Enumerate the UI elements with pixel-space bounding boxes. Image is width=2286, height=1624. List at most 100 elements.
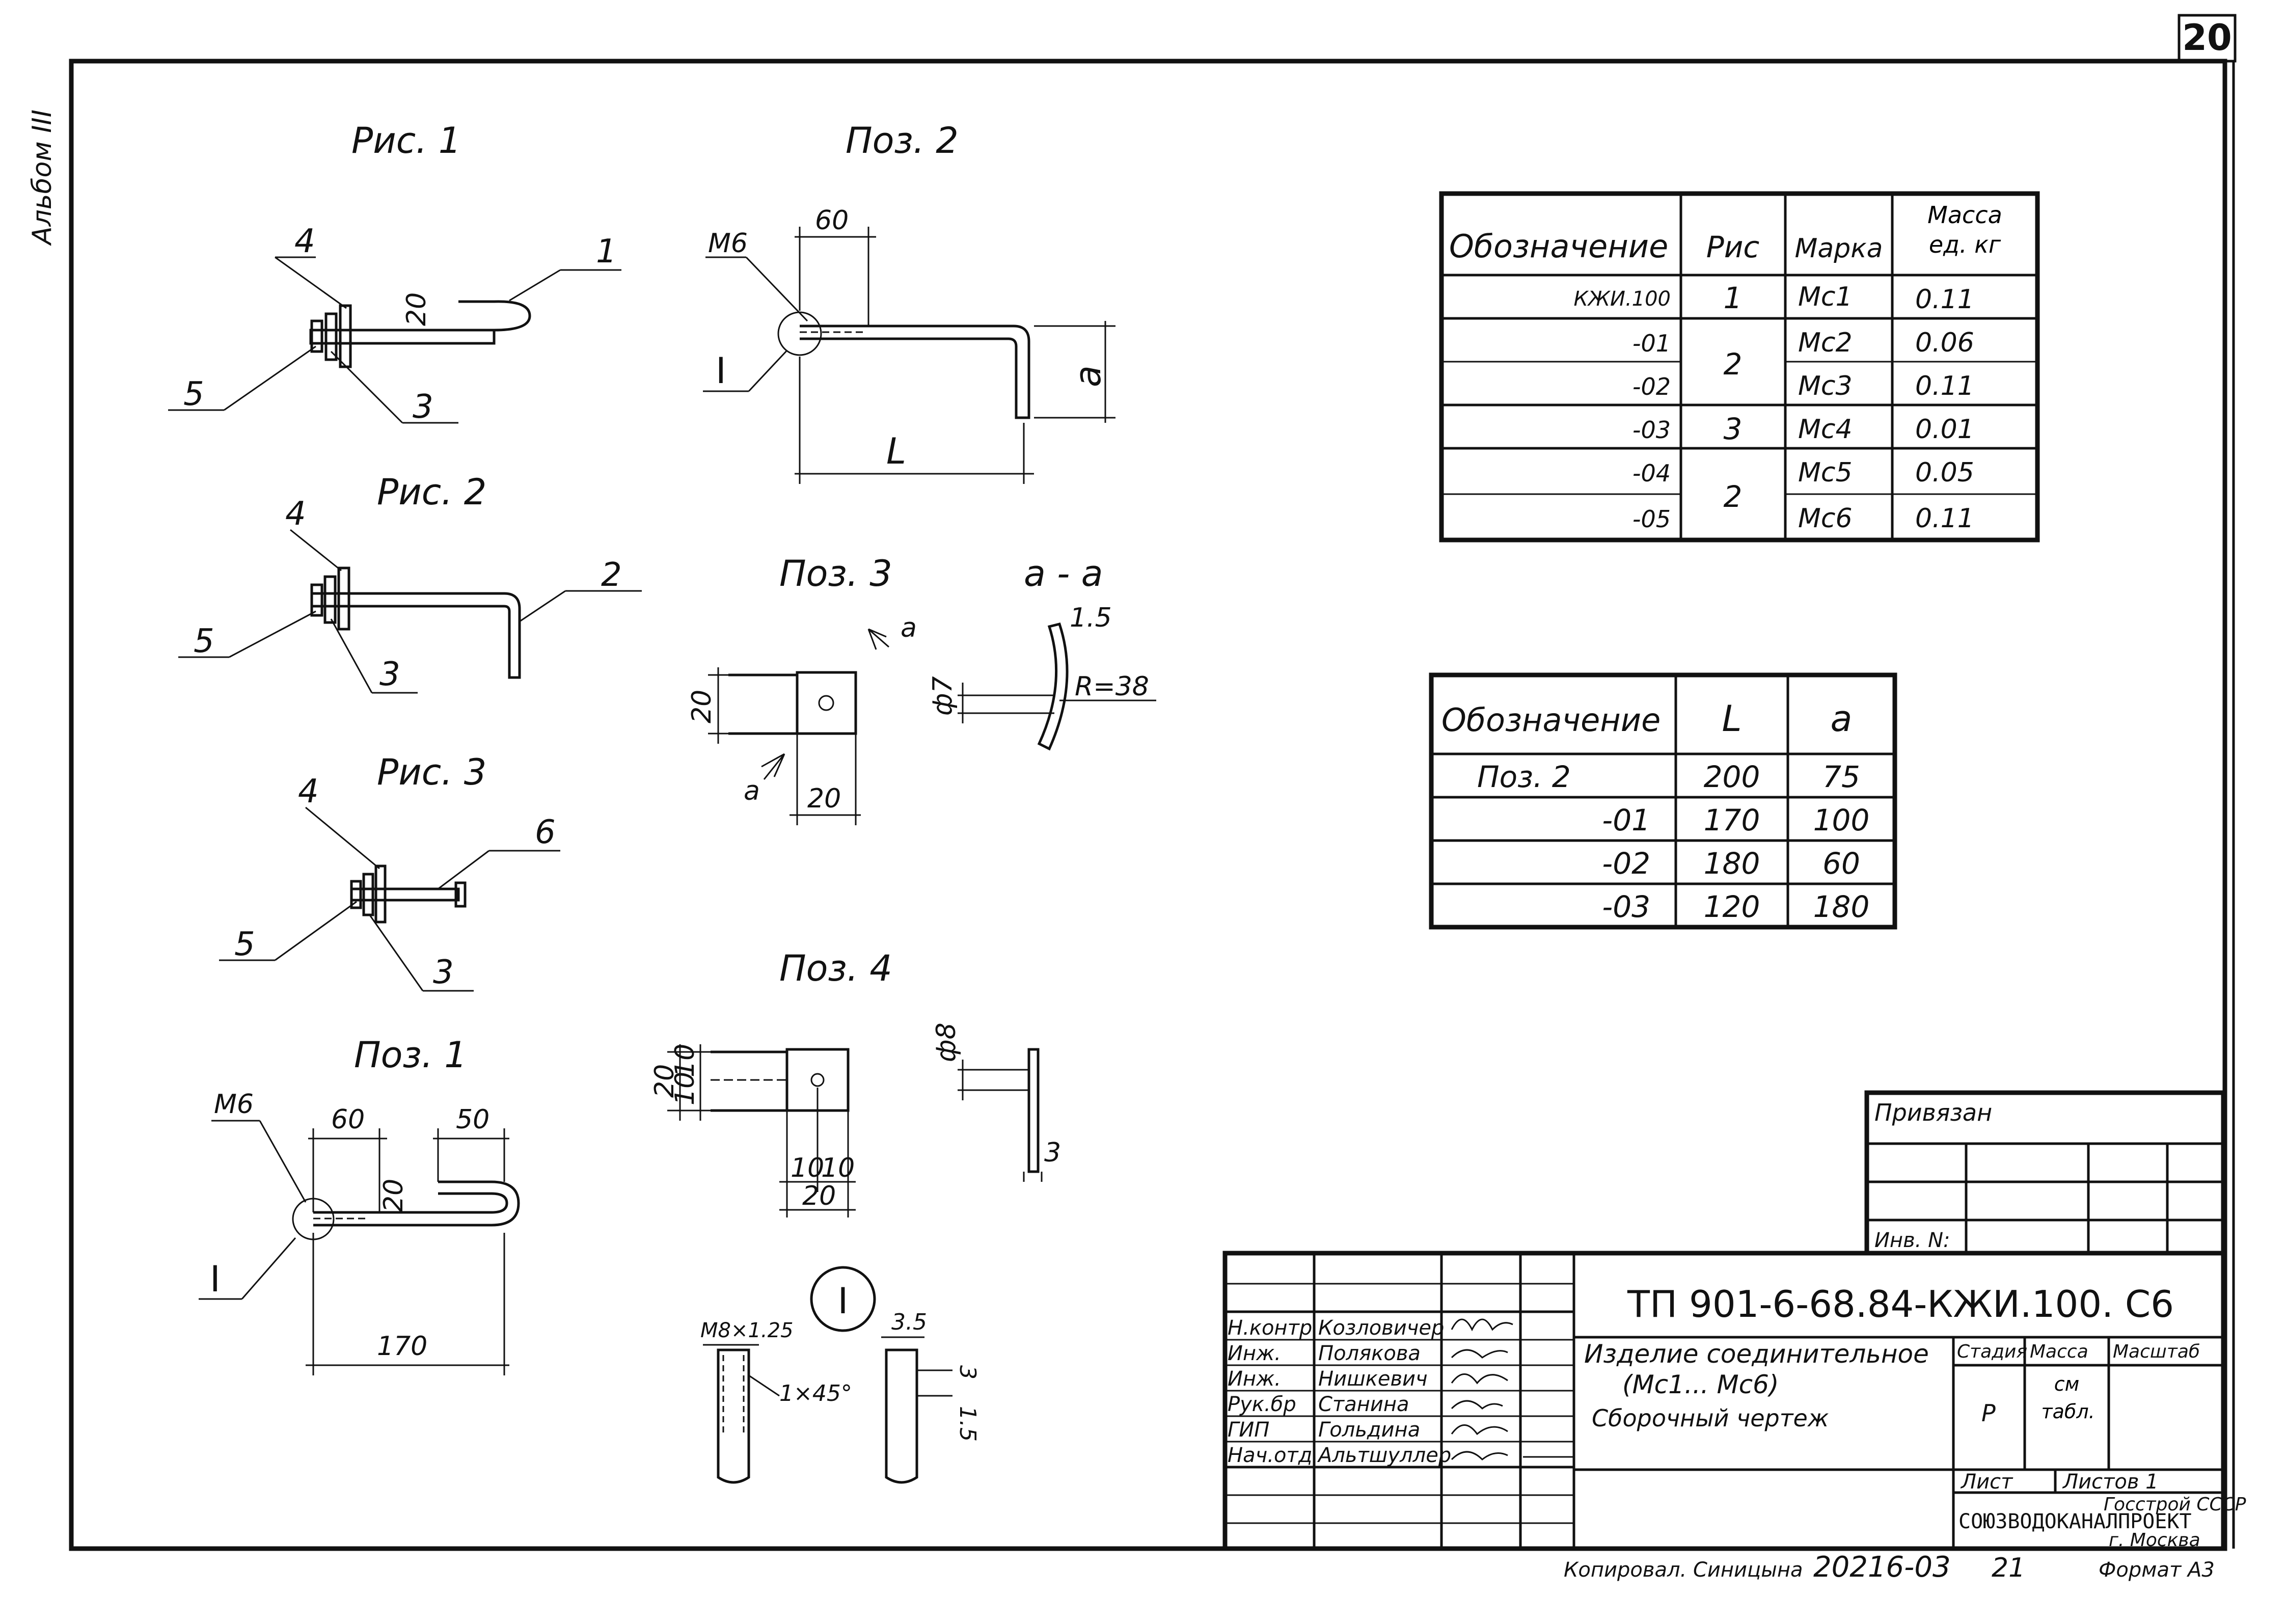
ris3-leader-5: [275, 901, 357, 961]
tb-signer-4-name: Станина: [1318, 1393, 1409, 1416]
section-aa-phi7: ф7: [928, 676, 958, 716]
ris3-callout-5: 5: [234, 926, 255, 963]
tb-org-gosstroy: Госстрой СССР: [2104, 1494, 2246, 1515]
ris3-bolt: [350, 887, 460, 902]
dim-row-2-a: 100: [1813, 803, 1870, 837]
figure-poz3: Поз. 3 20 20 а а а - а ф7 R=38 1.5: [687, 553, 1156, 825]
footer-number: 20216-03: [1813, 1551, 1951, 1584]
mass-table-header-ris: Рис: [1706, 230, 1760, 264]
poz3-section-arrow-top: [867, 628, 889, 650]
poz1-node-label: I: [210, 1258, 221, 1300]
mass-row-1-mass: 0.11: [1915, 284, 1974, 315]
ris1-washer-4: [339, 304, 352, 368]
tb-signer-1-role: Н.контр: [1228, 1316, 1312, 1340]
poz3-title: Поз. 3: [779, 553, 892, 594]
tb-signer-6-name: Альтшуллер: [1317, 1444, 1451, 1467]
node-I-dim-3: 3: [955, 1365, 981, 1379]
ris2-leader-5: [229, 610, 316, 658]
node-I-chamfer: 1×45°: [779, 1381, 852, 1406]
footer-copied: Копировал. Синицына: [1564, 1558, 1803, 1582]
poz2-node-leader: [748, 349, 788, 392]
mass-row-2-ris: 2: [1724, 347, 1743, 382]
tb-org2: СОЮЗВОДОКАНАЛПРОЕКТ: [1958, 1510, 2192, 1533]
drawing-frame: [69, 59, 2227, 1551]
ris2-leader-4: [290, 529, 342, 572]
mass-row-2-mass: 0.06: [1915, 328, 1974, 358]
section-aa-title: а - а: [1024, 553, 1103, 594]
poz1-dim-20: 20: [378, 1179, 409, 1212]
ris2-washer-3: [323, 575, 337, 624]
poz3-dim-20h: 20: [807, 783, 841, 814]
tb-name-line2: (Мс1... Мс6): [1622, 1370, 1779, 1399]
tb-signer-1-name: Козловичер: [1318, 1316, 1444, 1340]
ris1-callout-1: 1: [596, 233, 617, 270]
poz2-node-label: I: [716, 350, 726, 392]
ris3-leader-4: [305, 806, 380, 870]
poz2-dim-a: а: [1067, 365, 1109, 387]
mass-table-header-mass-box: Масса ед. кг: [1927, 201, 2002, 258]
tb-scale-label: Масштаб: [2113, 1341, 2200, 1362]
poz3-dim-20v: 20: [687, 690, 717, 723]
ris2-callout-2: 2: [601, 556, 622, 594]
mass-row-4-mass: 0.01: [1915, 414, 1974, 445]
ris3-washer-3: [362, 873, 374, 916]
ris3-callout-3: 3: [433, 954, 454, 991]
poz1-rod: [313, 1180, 520, 1227]
tb-mass-value: см табл.: [2041, 1373, 2095, 1423]
footer-format: Формат А3: [2099, 1558, 2215, 1582]
node-I-label: I: [838, 1280, 849, 1322]
poz4-dim-10h-a: 10: [791, 1153, 824, 1183]
poz2-node-circle: [777, 311, 822, 356]
sheet-number-box: [2178, 14, 2237, 63]
ris3-callout-6: 6: [535, 814, 556, 851]
mass-row-2-designation: -01: [1632, 330, 1671, 357]
poz2-dim-60: 60: [815, 205, 849, 236]
tb-signer-4-role: Рук.бр: [1228, 1393, 1296, 1416]
ris3-washer-4: [374, 864, 387, 924]
poz4-dim-10h-b: 10: [821, 1153, 855, 1183]
figure-poz4: Поз. 4 20 10 10 10 10 20 ф8 3: [649, 948, 1061, 1217]
ris2-washer-4: [337, 566, 350, 631]
figure-poz1: Поз. 1 М6 I 60 50 20 170: [199, 1034, 520, 1375]
ris1-leader-1: [509, 269, 561, 302]
poz4-side-view: [1027, 1048, 1040, 1173]
mass-row-6-mark: Мс6: [1798, 503, 1853, 534]
ris1-hook: [458, 300, 531, 332]
dim-row-1-designation: Поз. 2: [1477, 760, 1571, 794]
figure-ris1: Рис. 1 4 1 5 3 20: [168, 120, 621, 426]
ris1-callout-3: 3: [413, 388, 433, 426]
ris3-title: Рис. 3: [377, 751, 486, 793]
tb-signer-2-name: Полякова: [1318, 1342, 1421, 1365]
binding-privyazan: Привязан: [1874, 1099, 1992, 1126]
mass-row-1-designation: КЖИ.100: [1574, 287, 1671, 311]
ris1-title: Рис. 1: [351, 120, 461, 161]
mass-row-6-designation: -05: [1632, 505, 1671, 533]
dim-row-2-L: 170: [1704, 803, 1760, 837]
dim-row-3-a: 60: [1822, 846, 1860, 881]
tb-mass-value-box: см табл.: [2041, 1373, 2095, 1423]
poz2-m6-label: М6: [708, 228, 748, 259]
ris2-leader-2: [519, 590, 566, 622]
dim-row-2-designation: -01: [1602, 803, 1650, 837]
tb-mass-label: Масса: [2030, 1341, 2088, 1362]
section-aa-r38: R=38: [1075, 671, 1149, 702]
ris1-dim-20: 20: [401, 292, 432, 326]
tb-signer-6-role: Нач.отд: [1228, 1444, 1312, 1467]
poz3-hole: [818, 695, 834, 711]
poz2-dim-L: L: [886, 430, 906, 472]
mass-table-header-mark: Марка: [1794, 233, 1883, 264]
poz4-hole: [810, 1073, 825, 1087]
poz4-dim-20h: 20: [802, 1181, 836, 1211]
poz4-dim-20v: 20: [649, 1064, 680, 1098]
poz4-dim-3: 3: [1044, 1138, 1061, 1168]
mass-row-1-mark: Мс1: [1798, 282, 1853, 312]
node-I-m8: М8×1.25: [700, 1319, 794, 1342]
tb-signer-2-role: Инж.: [1228, 1342, 1281, 1365]
poz3-arrow-a-top: а: [901, 613, 917, 643]
poz1-node-leader: [241, 1237, 296, 1300]
mass-row-6-mass: 0.11: [1915, 503, 1974, 534]
dim-row-4-designation: -03: [1602, 889, 1650, 924]
node-I-bolt-1: [717, 1348, 750, 1484]
poz4-phi8: ф8: [931, 1022, 962, 1062]
ris2-nut-5: [310, 583, 323, 617]
